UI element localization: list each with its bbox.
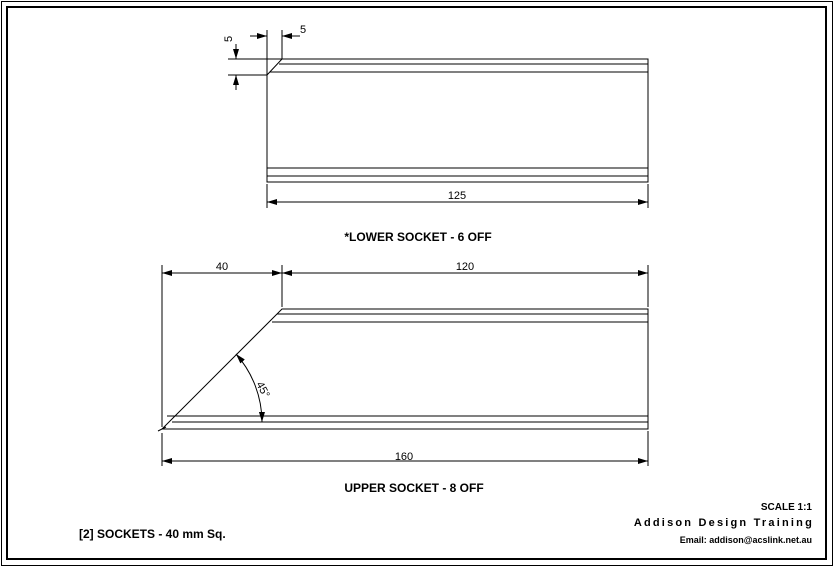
contact-email: Email: addison@acslink.net.au [680,535,812,545]
lower-socket-view [228,30,649,208]
upper-dim-straight: 120 [456,261,474,273]
lower-socket-title: *LOWER SOCKET - 6 OFF [344,230,491,244]
upper-dim-angle: 45° [253,380,271,400]
lower-dim-top-width: 5 [300,24,306,36]
upper-socket-outline [160,308,649,430]
upper-socket-view [157,265,649,466]
upper-socket-title: UPPER SOCKET - 8 OFF [344,481,483,495]
upper-dim-total: 160 [395,451,413,463]
upper-dim-taper: 40 [216,261,228,273]
sockets-note: [2] SOCKETS - 40 mm Sq. [79,527,226,541]
lower-socket-outline [266,58,649,183]
scale-label: SCALE 1:1 [761,502,813,513]
lower-dim-length: 125 [448,190,466,202]
sheet-border-inner [6,6,827,560]
lower-dim-side-height: 5 [223,36,235,42]
company-name: Addison Design Training [634,517,814,529]
angle-arc [235,353,265,423]
